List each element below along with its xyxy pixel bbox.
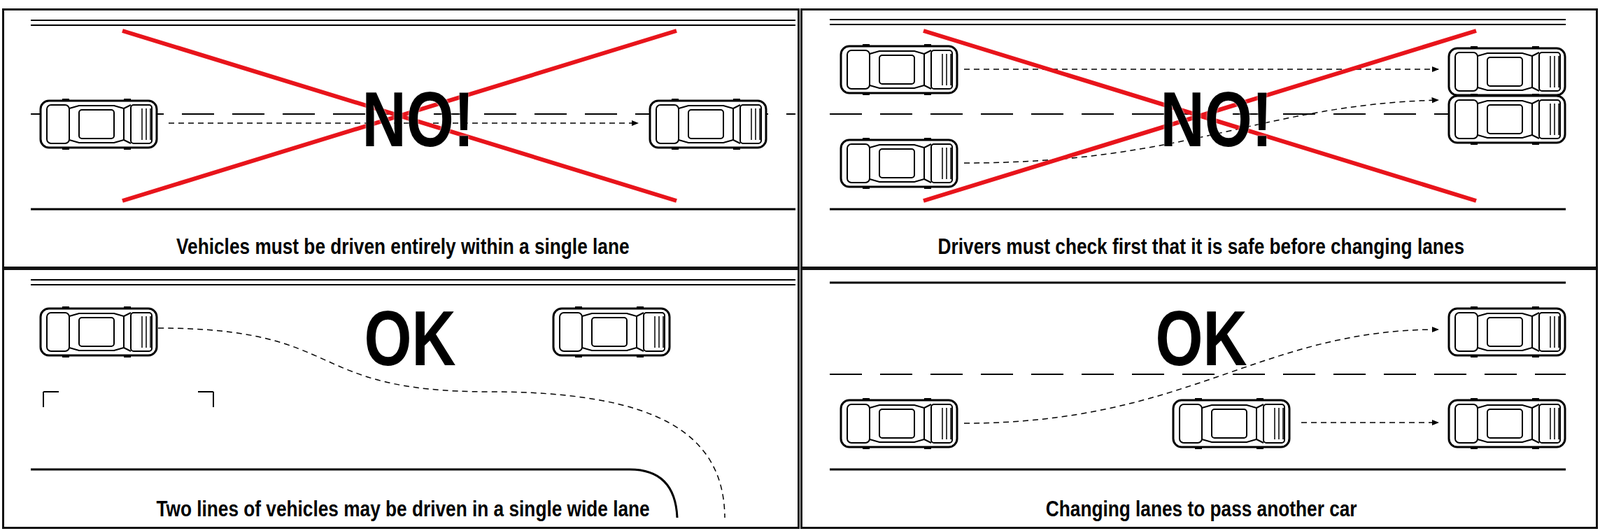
panel-box: NO! Vehicles must be driven entirely with… (2, 8, 800, 269)
verdict-word: NO! (362, 80, 475, 159)
caption-text: Changing lanes to pass another car (1045, 496, 1358, 522)
panel-box: OK Two lines of vehicles may be driven in… (2, 267, 800, 529)
caption-text: Two lines of vehicles may be driven in a… (156, 496, 650, 522)
caption-text: Vehicles must be driven entirely within … (176, 234, 629, 259)
panel-box: NO! Drivers must check first that it is s… (800, 8, 1598, 269)
panel-box: OK Changing lanes to pass another car (800, 267, 1598, 529)
verdict-word: OK (1155, 299, 1247, 378)
verdict-word: OK (363, 299, 456, 378)
verdict-word: NO! (1160, 80, 1273, 159)
caption-text: Drivers must check first that it is safe… (938, 234, 1465, 259)
